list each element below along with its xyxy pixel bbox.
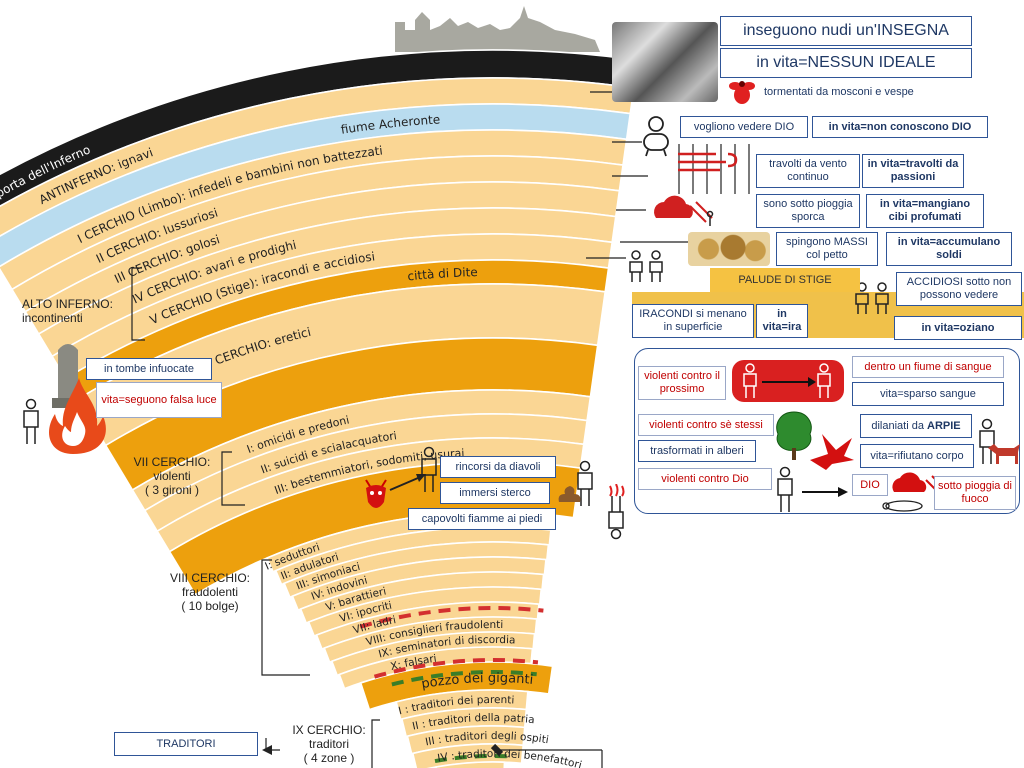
tradimento-outline-bottom [434,754,511,764]
frode-outline-bottom [373,658,539,679]
harpy-icon [810,434,854,470]
frode-outline-top [359,606,544,629]
rifiutano-box: vita=rifiutano corpo [860,444,974,468]
dio-arrow-icon [802,487,848,497]
fiume-sangue-box: dentro un fiume di sangue [852,356,1004,378]
dog-icon [988,444,1020,464]
ix-cerchio-label: IX CERCHIO:traditori( 4 zone ) [292,723,366,765]
prossimo-box: violenti contro il prossimo [638,366,726,400]
sterco-box: immersi sterco [440,482,550,504]
non-conoscono-box: in vita=non conoscono DIO [812,116,988,138]
ira-box: in vita=ira [756,304,808,338]
boulders-icon [688,232,770,266]
eretico-figure-icon [23,398,39,444]
accumulano-box: in vita=accumulano soldi [886,232,1012,266]
lusinghiero-figure-icon [577,460,593,506]
se-stessi-box: violenti contro sè stessi [638,414,774,436]
rain-cloud-icon [654,195,714,226]
wind-icon [678,152,738,172]
pioggia-fuoco-box: sotto pioggia di fuoco [934,476,1016,510]
falsa-luce-box: vita=seguono falsa luce [96,382,222,418]
ring-center [435,761,506,768]
avari-figures-icon [629,250,663,282]
vedere-dio-box: vogliono vedere DIO [680,116,808,138]
palude-label: PALUDE DI STIGE [710,268,860,292]
violenti-panel [634,348,1020,514]
arpie-prefix: dilaniati da [871,419,928,432]
fire-icon [49,378,106,454]
arrow-diavoli-icon [389,474,426,491]
diavoli-box: rincorsi da diavoli [440,456,556,478]
arpie-word: ARPIE [927,419,961,432]
bestemmiatore-figure-icon [777,466,793,512]
alberi-box: trasformati in alberi [638,440,756,462]
pioggia-sporca-box: sono sotto pioggia sporca [756,194,860,228]
upside-down-figure-icon [608,484,625,540]
dio-box: DIO [852,474,888,496]
iracondi-box: IRACONDI si menano in superficie [632,304,754,338]
viii-cerchio-label: VIII CERCHIO:fraudolenti( 10 bolge) [169,571,250,613]
dannato-figure-icon [421,446,437,492]
nessun-ideale-box: in vita=NESSUN IDEALE [720,48,972,78]
ignavi-engraving-icon [612,22,718,102]
accidiosi-figures-icon [855,282,889,314]
insegna-box: inseguono nudi un'INSEGNA [720,16,972,46]
passioni-box: in vita=travolti da passioni [862,154,964,188]
devil-icon [365,479,387,508]
traditori-box: TRADITORI [114,732,258,756]
arpie-box: dilaniati da ARPIE [860,414,972,438]
vii-cerchio-label: VII CERCHIO:violenti( 3 gironi ) [133,455,211,497]
city-skyline [395,6,600,52]
vento-box: travolti da vento continuo [756,154,860,188]
prossimo-arrow-icon [743,363,831,398]
mosconi-label: tormentati da mosconi e vespe [764,86,914,98]
poop-icon [558,486,581,502]
sparso-sangue-box: vita=sparso sangue [852,382,1004,406]
accidiosi-box: ACCIDIOSI sotto non possono vedere [896,272,1022,306]
tombe-box: in tombe infuocate [86,358,212,380]
oziano-box: in vita=oziano [894,316,1022,340]
contro-dio-box: violenti contro Dio [638,468,772,490]
capovolti-box: capovolti fiamme ai piedi [408,508,556,530]
massi-box: spingono MASSI col petto [776,232,878,266]
tree-icon [776,411,812,460]
alto-inferno-label: ALTO INFERNO:incontinenti [22,297,113,325]
mangiano-box: in vita=mangiano cibi profumati [866,194,984,228]
baby-icon [643,116,669,157]
ring-dite-label: città di Dite [407,265,478,283]
wasp-icon [729,81,755,104]
